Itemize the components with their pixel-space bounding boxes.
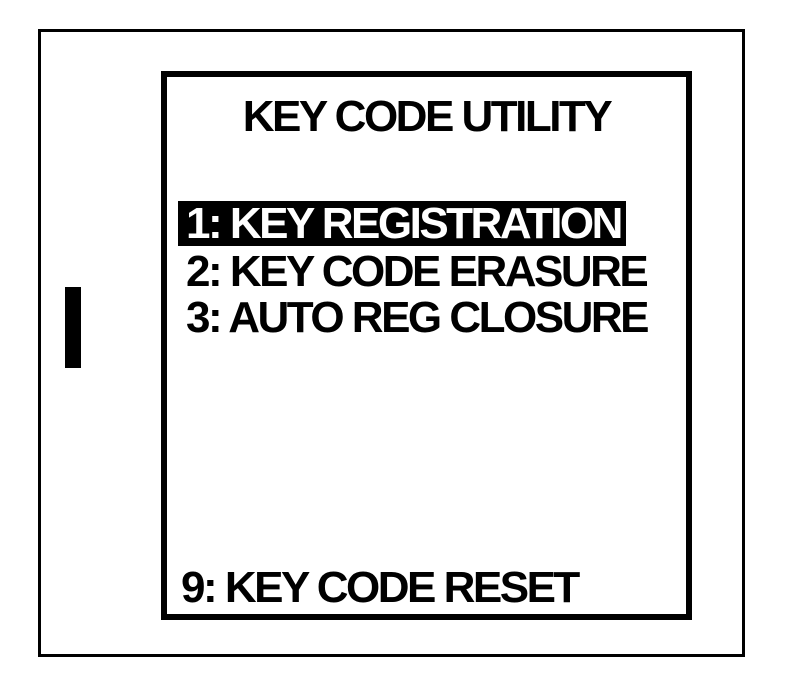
screen-title: KEY CODE UTILITY (242, 92, 613, 141)
cursor-bar-icon (65, 287, 81, 368)
device-screen-frame: KEY CODE UTILITY 1: KEY REGISTRATION 2: … (38, 29, 745, 657)
menu-item-key-code-reset[interactable]: 9: KEY CODE RESET (181, 563, 580, 612)
menu-item-auto-reg-closure[interactable]: 3: AUTO REG CLOSURE (186, 293, 650, 342)
menu-item-key-code-erasure[interactable]: 2: KEY CODE ERASURE (186, 247, 649, 296)
menu-item-key-registration[interactable]: 1: KEY REGISTRATION (178, 201, 626, 246)
key-code-utility-screen: KEY CODE UTILITY 1: KEY REGISTRATION 2: … (161, 71, 692, 620)
